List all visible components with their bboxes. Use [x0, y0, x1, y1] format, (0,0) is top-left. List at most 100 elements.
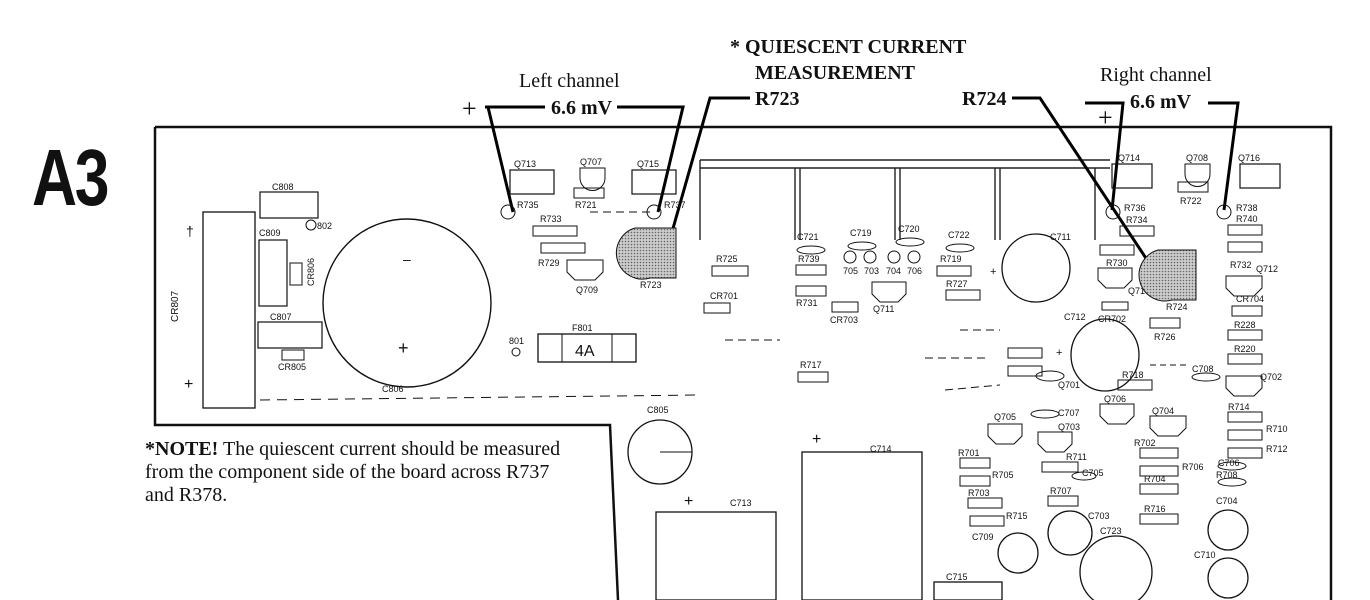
- c806-minus: –: [403, 251, 411, 267]
- q711-label: Q711: [873, 304, 894, 314]
- r735-label: R735: [517, 200, 539, 210]
- r706-label: R706: [1182, 462, 1204, 472]
- r718-label: R718: [1122, 370, 1144, 380]
- c703-label: C703: [1088, 511, 1110, 521]
- q704-label: Q704: [1152, 406, 1174, 416]
- board-label: A3: [32, 133, 109, 222]
- c720: [895, 237, 925, 247]
- q707: [579, 167, 606, 191]
- c705-label: C705: [1082, 468, 1104, 478]
- c719-label: C719: [850, 228, 872, 238]
- c805-label: C805: [647, 405, 669, 415]
- quiescent-note: *NOTE! The quiescent current should be m…: [145, 438, 565, 507]
- cr807-label: CR807: [170, 290, 181, 322]
- r710-label: R710: [1266, 424, 1288, 434]
- c711: [1001, 233, 1071, 303]
- note-lead: *NOTE!: [145, 438, 219, 460]
- c715: [933, 581, 1003, 600]
- r729: [540, 242, 586, 254]
- r705: [959, 475, 991, 487]
- q701-label: Q701: [1058, 380, 1080, 390]
- r705-label: R705: [992, 470, 1014, 480]
- c712: [1070, 318, 1140, 392]
- c721-label: C721: [797, 232, 819, 242]
- q716-label: Q716: [1238, 153, 1260, 163]
- c706: [1217, 461, 1247, 471]
- q708-label: Q708: [1186, 153, 1208, 163]
- r715: [969, 515, 1005, 527]
- c808-label: C808: [272, 182, 294, 192]
- r723-shaded: [615, 227, 677, 280]
- plus-mark-1: †: [186, 223, 194, 239]
- r736-testpoint: [1105, 204, 1121, 220]
- c711-plus: +: [990, 266, 996, 278]
- c714-plus: +: [812, 431, 821, 448]
- r707: [1047, 495, 1079, 507]
- r736-label: R736: [1124, 203, 1146, 213]
- r228-label: R228: [1234, 320, 1256, 330]
- cr701-label: CR701: [710, 291, 738, 301]
- q705-label: Q705: [994, 412, 1016, 422]
- c719: [847, 241, 877, 251]
- q712: [1225, 275, 1263, 297]
- q713-label: Q713: [514, 159, 536, 169]
- c710-label: C710: [1194, 550, 1216, 560]
- c721: [796, 245, 826, 255]
- cr704-label: CR704: [1236, 294, 1264, 304]
- r722: [1177, 181, 1209, 193]
- r714-label: R714: [1228, 402, 1250, 412]
- r703: [967, 497, 1003, 509]
- c703: [1047, 510, 1093, 556]
- r714: [1227, 411, 1263, 423]
- c720-label: C720: [898, 224, 920, 234]
- c723: [1079, 535, 1153, 600]
- fuse-rating: 4A: [575, 343, 595, 360]
- note-text: The quiescent current should be measured…: [145, 438, 561, 506]
- left-channel-voltage: 6.6 mV: [551, 97, 613, 119]
- r731: [795, 285, 827, 297]
- tp802-label: 802: [317, 221, 332, 231]
- r711: [1041, 461, 1079, 473]
- q715-label: Q715: [637, 159, 659, 169]
- r220-label: R220: [1234, 344, 1256, 354]
- q704: [1149, 415, 1187, 437]
- c709: [997, 532, 1039, 574]
- r716: [1139, 513, 1179, 525]
- cr703: [831, 301, 859, 313]
- r729-label: R729: [538, 258, 560, 268]
- left-channel-plus: +: [462, 94, 477, 123]
- r721: [573, 187, 605, 199]
- cr701: [703, 302, 731, 314]
- c807-cap: [257, 321, 323, 349]
- r731-label: R731: [796, 298, 818, 308]
- r730-label: R730: [1106, 258, 1128, 268]
- c704-label: C704: [1216, 496, 1238, 506]
- c709-label: C709: [972, 532, 994, 542]
- q706: [1099, 403, 1135, 425]
- r725-label: R725: [716, 254, 738, 264]
- r718: [1117, 379, 1153, 391]
- board-outline: [153, 125, 1333, 600]
- q710-label: Q710: [1128, 286, 1150, 296]
- r738-label: R738: [1236, 203, 1258, 213]
- c712-label: C712: [1064, 312, 1086, 322]
- r704-label: R704: [1144, 474, 1166, 484]
- q716: [1239, 163, 1281, 189]
- c808-cap: [259, 191, 319, 219]
- test-point-801: [511, 347, 521, 357]
- cr702: [1101, 301, 1129, 311]
- tp705-label: 705: [843, 266, 858, 276]
- cr806-label: CR806: [306, 258, 316, 286]
- r732-label: R732: [1230, 260, 1252, 270]
- r711-label: R711: [1066, 452, 1087, 462]
- c708-label: C708: [1192, 364, 1214, 374]
- cr702-label: CR702: [1098, 314, 1126, 324]
- r738-testpoint: [1216, 204, 1232, 220]
- tp801-label: 801: [509, 336, 524, 346]
- r740-label: R740: [1236, 214, 1258, 224]
- q706-label: Q706: [1104, 394, 1126, 404]
- quiescent-ref-r724: R724: [962, 88, 1007, 110]
- q713: [509, 169, 555, 195]
- c806-plus: +: [398, 338, 409, 358]
